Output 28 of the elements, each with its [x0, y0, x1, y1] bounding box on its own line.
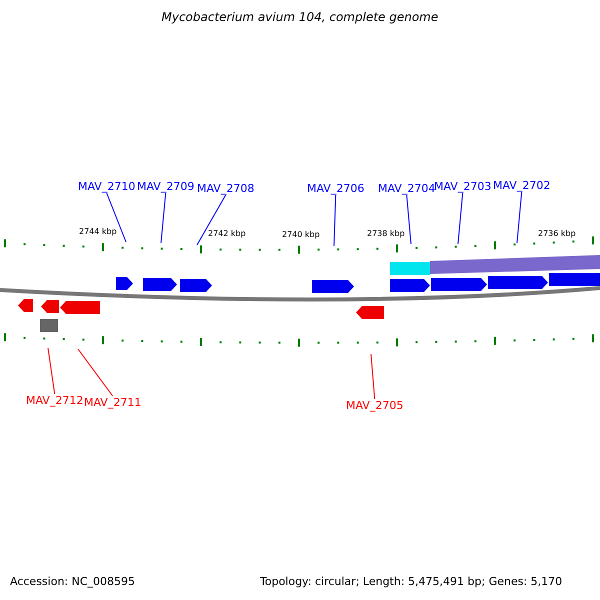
gene-label: MAV_2703 — [434, 181, 492, 192]
leader-line — [334, 194, 336, 246]
genome-summary-text: Topology: circular; Length: 5,475,491 bp; Genes: 5,170 — [260, 576, 562, 587]
leader-line — [196, 194, 226, 246]
leader-line — [106, 192, 126, 242]
gene-label: MAV_2709 — [137, 181, 194, 192]
leader-line — [370, 354, 376, 400]
gene-label: MAV_2702 — [493, 180, 550, 191]
leader-line — [160, 192, 166, 244]
leader-line — [458, 192, 464, 244]
leader-line — [48, 348, 56, 394]
scale-label: 2740 kbp — [282, 231, 320, 239]
gene-label: MAV_2710 — [78, 181, 136, 192]
map-title: Mycobacterium avium 104, complete genome — [162, 11, 438, 23]
scale-label: 2738 kbp — [367, 230, 405, 238]
leader-line — [78, 348, 114, 396]
gene-label: MAV_2705 — [346, 400, 404, 411]
gene-label: MAV_2704 — [378, 183, 436, 194]
scale-label: 2744 kbp — [79, 228, 117, 236]
scale-label: 2742 kbp — [208, 230, 246, 238]
accession-text: Accession: NC_008595 — [10, 576, 136, 587]
leader-line — [516, 192, 522, 244]
gene-label: MAV_2711 — [84, 397, 142, 408]
gene-label: MAV_2708 — [197, 183, 254, 194]
gene-label: MAV_2706 — [307, 183, 364, 194]
scale-label: 2736 kbp — [538, 230, 576, 238]
gene-label: MAV_2712 — [26, 395, 84, 406]
leader-line — [406, 194, 412, 244]
